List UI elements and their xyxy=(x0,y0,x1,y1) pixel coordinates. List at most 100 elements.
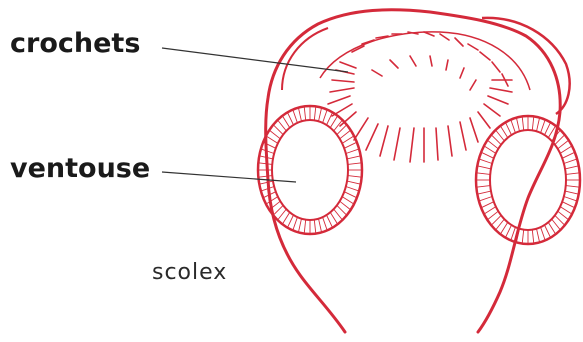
sucker-striation xyxy=(481,152,494,158)
sucker-striation xyxy=(278,209,287,220)
scolex-label: scolex xyxy=(152,262,227,284)
sucker-striation xyxy=(479,197,492,202)
sucker-striation xyxy=(505,122,511,135)
sucker-striation xyxy=(340,201,351,210)
sucker-striation xyxy=(337,125,347,135)
sucker-striation xyxy=(511,120,516,133)
sucker-striation xyxy=(545,225,551,238)
sucker-striation xyxy=(487,211,498,220)
sucker-striation xyxy=(566,186,580,188)
sucker-striation xyxy=(342,197,354,205)
sucker-striation xyxy=(342,136,354,144)
sucker-striation xyxy=(565,191,579,194)
sucker-striation xyxy=(340,130,351,139)
sucker-striation xyxy=(537,229,540,243)
sucker-striation xyxy=(269,130,280,139)
sucker-striation xyxy=(545,122,551,135)
sucker-striation xyxy=(287,112,293,125)
sucker-striation xyxy=(304,220,306,234)
sucker-striation xyxy=(500,222,508,234)
sucker-striation xyxy=(347,181,361,184)
sucker-striation xyxy=(278,120,287,131)
sucker-striation xyxy=(298,219,301,233)
sucker-striation xyxy=(282,116,290,128)
sucker-striation xyxy=(522,230,524,244)
sucker-striation xyxy=(562,152,575,158)
right-sucker xyxy=(476,116,580,244)
sucker-striation xyxy=(273,205,283,215)
sucker-striation xyxy=(491,215,501,225)
sucker-striation xyxy=(552,219,561,230)
sucker-striation xyxy=(293,110,298,123)
sucker-striation xyxy=(505,225,511,238)
sucker-striation xyxy=(314,106,316,120)
sucker-striation xyxy=(532,116,534,130)
sucker-striation xyxy=(541,120,546,133)
crochets-leader xyxy=(162,48,348,72)
sucker-striation xyxy=(347,156,361,159)
sucker-striation xyxy=(258,163,272,165)
sucker-striation xyxy=(323,110,328,123)
sucker-striation xyxy=(558,211,569,220)
ventouse-label: ventouse xyxy=(10,155,150,182)
sucker-striation xyxy=(560,207,572,215)
sucker-striation xyxy=(337,205,347,215)
sucker-striation xyxy=(500,126,508,138)
left-shoulder xyxy=(282,28,328,90)
sucker-striation xyxy=(346,149,359,154)
sucker-striation xyxy=(287,215,293,228)
sucker-striation xyxy=(477,191,491,194)
sucker-striation xyxy=(476,186,490,188)
sucker-striation xyxy=(346,187,359,192)
sucker-striation xyxy=(496,130,505,141)
scolex-outline xyxy=(266,10,561,332)
sucker-striation xyxy=(481,202,494,208)
sucker-striation xyxy=(330,116,338,128)
sucker-striation xyxy=(565,166,579,169)
sucker-striation xyxy=(259,181,273,184)
sucker-striation xyxy=(334,209,343,220)
sucker-striation xyxy=(560,146,572,154)
sucker-striation xyxy=(330,212,338,224)
sucker-striation xyxy=(516,118,519,132)
sucker-striation xyxy=(319,108,322,122)
sucker-striation xyxy=(548,222,556,234)
sucker-striation xyxy=(319,219,322,233)
sucker-striation xyxy=(484,207,496,215)
ventouse-leader xyxy=(162,172,296,182)
sucker-striation xyxy=(496,219,505,230)
sucker-striation xyxy=(273,125,283,135)
sucker-striation xyxy=(562,202,575,208)
sucker-striation xyxy=(282,212,290,224)
sucker-striation xyxy=(491,135,501,145)
sucker-striation xyxy=(304,106,306,120)
left-sucker xyxy=(258,106,362,234)
right-sucker-inner xyxy=(490,130,566,230)
sucker-striation xyxy=(344,142,357,148)
sucker-striation xyxy=(558,140,569,149)
sucker-striation xyxy=(314,220,316,234)
left-sucker-inner xyxy=(272,120,348,220)
sucker-striation xyxy=(327,112,333,125)
sucker-striation xyxy=(555,215,565,225)
sucker-striation xyxy=(477,166,491,169)
sucker-striation xyxy=(487,140,498,149)
sucker-striation xyxy=(541,227,546,240)
sucker-striation xyxy=(537,118,540,132)
sucker-striation xyxy=(327,215,333,228)
crochets-label: crochets xyxy=(10,30,140,57)
sucker-striation xyxy=(564,159,577,164)
sucker-striation xyxy=(348,163,362,165)
sucker-striation xyxy=(323,217,328,230)
sucker-striation xyxy=(484,146,496,154)
sucker-striation xyxy=(566,173,580,175)
sucker-striation xyxy=(522,116,524,130)
sucker-striation xyxy=(293,217,298,230)
sucker-striation xyxy=(344,192,357,198)
sucker-striation xyxy=(258,176,272,178)
sucker-striation xyxy=(479,159,492,164)
sucker-striation xyxy=(298,108,301,122)
sucker-striation xyxy=(476,173,490,175)
sucker-striation xyxy=(348,176,362,178)
sucker-striation xyxy=(564,197,577,202)
